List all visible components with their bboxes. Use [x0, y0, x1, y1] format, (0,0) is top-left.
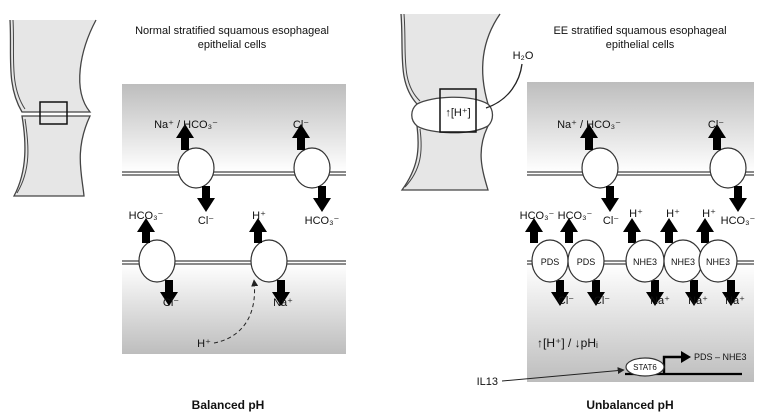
left-top-transporter-2 — [293, 147, 331, 189]
water-influx-arrow — [485, 63, 523, 109]
left-top-flux-2-out: HCO₃⁻ — [305, 215, 340, 227]
stat6-gene-activation: STAT6 PDS – NHE3 — [625, 351, 747, 377]
right-top-flux-1-in: Na⁺ / HCO₃⁻ — [557, 119, 621, 131]
nhe3-1-out: Na⁺ — [650, 295, 670, 307]
left-top-flux-2-in: Cl⁻ — [293, 119, 309, 131]
stat6-label: STAT6 — [633, 363, 657, 372]
left-bottom-flux-2-out: Na⁺ — [273, 297, 293, 309]
pds-2-label: PDS — [577, 257, 596, 267]
proton-path-arrow — [213, 279, 259, 344]
nhe3-1-in: H⁺ — [629, 208, 643, 220]
right-top-flux-1-out: Cl⁻ — [603, 215, 619, 227]
il13-label: IL13 — [477, 376, 498, 388]
pds-transporter-1: PDS HCO₃⁻ Cl⁻ — [520, 210, 575, 307]
pds-1-in: HCO₃⁻ — [520, 210, 555, 222]
pds-transporter-2: PDS HCO₃⁻ Cl⁻ — [558, 210, 611, 307]
left-panel: Normal stratified squamous esophageal ep… — [9, 19, 346, 412]
right-panel: ↑[H⁺] H₂O EE stratified squamous esophag… — [400, 13, 756, 412]
pds-2-in: HCO₃⁻ — [558, 210, 593, 222]
ph-status-label: ↑[H⁺] / ↓pHᵢ — [537, 336, 598, 350]
right-caption: Unbalanced pH — [586, 398, 673, 412]
nhe3-transporter-1: NHE3 H⁺ Na⁺ — [623, 208, 670, 307]
nhe3-transporter-2: NHE3 H⁺ Na⁺ — [660, 208, 708, 307]
nhe3-1-label: NHE3 — [633, 257, 657, 267]
right-top-flux-2-out: HCO₃⁻ — [721, 215, 756, 227]
junction-proton-label: ↑[H⁺] — [445, 107, 470, 119]
right-title-line2: epithelial cells — [606, 39, 675, 51]
pds-2-out: Cl⁻ — [594, 295, 610, 307]
right-top-transporter-2 — [709, 147, 747, 189]
pds-1-label: PDS — [541, 257, 560, 267]
nhe3-3-out: Na⁺ — [725, 295, 745, 307]
nhe3-2-in: H⁺ — [666, 208, 680, 220]
nhe3-transporter-3: NHE3 H⁺ Na⁺ — [696, 208, 745, 307]
left-bottom-flux-1-out: Cl⁻ — [163, 297, 179, 309]
left-title-line1: Normal stratified squamous esophageal — [135, 25, 329, 37]
left-caption: Balanced pH — [192, 398, 265, 412]
left-bottom-flux-2-in: H⁺ — [252, 210, 266, 222]
water-label: H₂O — [513, 50, 534, 62]
left-bottom-flux-1-in: HCO₃⁻ — [129, 210, 164, 222]
nhe3-3-label: NHE3 — [706, 257, 730, 267]
nhe3-3-in: H⁺ — [702, 208, 716, 220]
right-top-transporter-1 — [581, 147, 619, 189]
left-bottom-transporter-2 — [250, 239, 288, 283]
right-title-line1: EE stratified squamous esophageal — [553, 25, 726, 37]
nhe3-2-label: NHE3 — [671, 257, 695, 267]
il13-arrow — [501, 367, 625, 382]
left-proton-label: H⁺ — [197, 338, 211, 350]
left-title-line2: epithelial cells — [198, 39, 267, 51]
stat6-node — [625, 357, 665, 377]
left-top-transporter-1 — [177, 147, 215, 189]
pds-1-out: Cl⁻ — [558, 295, 574, 307]
left-bottom-transporter-1 — [138, 239, 176, 283]
right-top-flux-2-in: Cl⁻ — [708, 119, 724, 131]
junction-box — [39, 101, 68, 125]
gene-label: PDS – NHE3 — [694, 352, 747, 362]
normal-cell-junction-sketch — [9, 19, 97, 197]
left-top-flux-1-in: Na⁺ / HCO₃⁻ — [154, 119, 218, 131]
junction-box — [439, 88, 477, 133]
nhe3-2-out: Na⁺ — [688, 295, 708, 307]
left-top-flux-1-out: Cl⁻ — [198, 215, 214, 227]
ee-cell-junction-sketch: ↑[H⁺] H₂O — [400, 13, 534, 191]
